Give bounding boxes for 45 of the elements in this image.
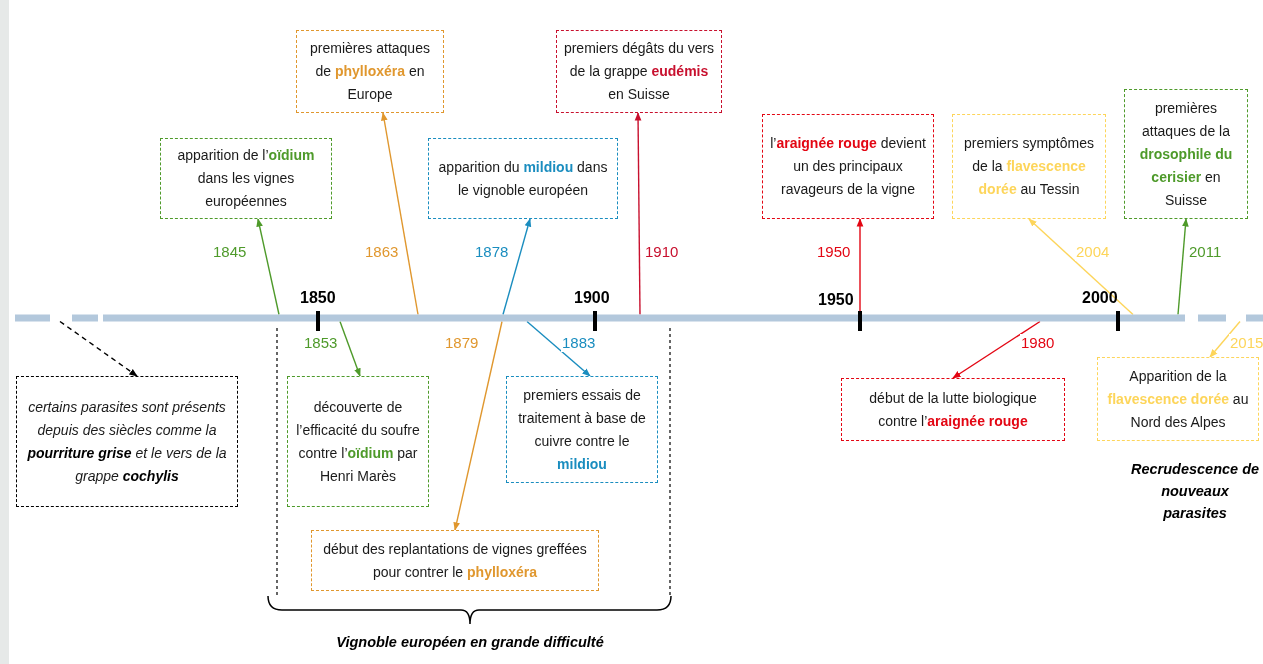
event-text: découverte de l’efficacité du soufre contre l’oïdium par Henri Marès [295,397,421,486]
event-text: Apparition de la flavescence dorée au Nord des Alpes [1106,366,1250,432]
event-box [428,138,618,219]
event-text: l’araignée rouge devient un des principaux ravageurs de la vigne [769,134,927,199]
arrow [381,112,419,316]
tick-label: 1950 [818,290,854,310]
event-box [1124,89,1248,219]
event-box [556,30,722,113]
arrow [634,112,642,316]
event-box [160,138,332,219]
arrow [339,320,361,377]
event-box [16,376,238,507]
arrow [453,320,503,531]
event-text: premiers dégâts du vers de la grappe eudémis en Suisse [563,39,715,104]
arrow [1209,320,1241,358]
arrow [502,218,532,316]
section-caption: Recrudescence de nouveaux parasites [1129,460,1261,523]
section-caption: Vignoble européen en grande difficulté [335,633,605,652]
event-box [296,30,444,113]
arrow [256,218,280,316]
event-box [952,114,1106,219]
event-text: début de la lutte biologique contre l’araignée rouge [868,388,1038,431]
event-text: premiers symptômes de la flavescence dorée au Tessin [963,134,1095,199]
event-box [287,376,429,507]
event-box [762,114,934,219]
arrow [1028,218,1134,316]
event-box [1097,357,1259,441]
event-box [841,378,1065,441]
event-text: premières attaques de phylloxéra en Europe [309,39,431,104]
event-box [311,530,599,591]
arrow [952,320,1041,379]
tick-label: 1850 [300,288,336,308]
tick-label: 2000 [1082,288,1118,308]
arrow [59,320,138,377]
event-text: début des replantations de vignes greffées pour contrer le phylloxéra [322,539,588,582]
event-box [506,376,658,483]
event-text: apparition du mildiou dans le vignoble européen [437,157,609,200]
tick-label: 1900 [574,288,610,308]
timeline-axis [15,308,1263,332]
arrow [526,320,591,377]
event-text: premiers essais de traitement à base de cuivre contre le mildiou [517,385,647,474]
event-text: apparition de l’oïdium dans les vignes européennes [176,146,316,211]
event-text: premières attaques de la drosophile du cerisier en Suisse [1138,98,1234,210]
arrow [1177,218,1189,316]
note-text: certains parasites sont présents depuis des siècles comme la pourriture grise et le vers de la grappe cochylis [26,397,228,486]
